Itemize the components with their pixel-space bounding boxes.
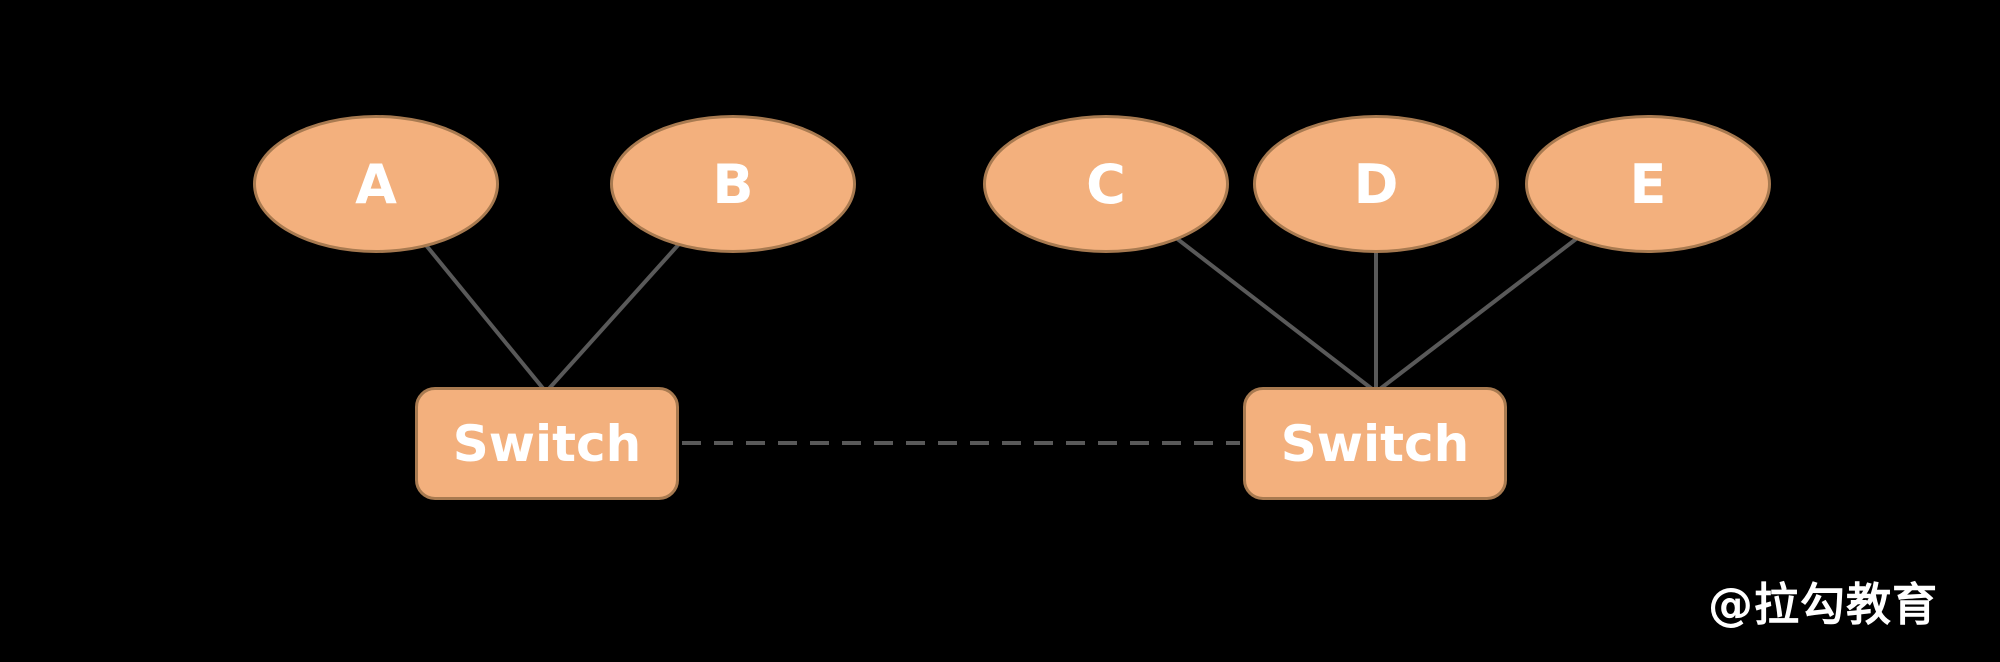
host-node-d: D	[1253, 115, 1499, 253]
switch-node-right: Switch	[1243, 387, 1507, 500]
host-node-c: C	[983, 115, 1229, 253]
host-node-a: A	[253, 115, 499, 253]
watermark: @拉勾教育	[1707, 578, 1938, 631]
host-label-e: E	[1629, 152, 1667, 216]
switch-node-left: Switch	[415, 387, 679, 500]
switch-label-left: Switch	[452, 414, 642, 473]
host-node-b: B	[610, 115, 856, 253]
host-label-d: D	[1353, 152, 1399, 216]
host-label-a: A	[355, 152, 397, 216]
host-node-e: E	[1525, 115, 1771, 253]
host-label-b: B	[712, 152, 754, 216]
host-label-c: C	[1086, 152, 1126, 216]
switch-label-right: Switch	[1280, 414, 1470, 473]
